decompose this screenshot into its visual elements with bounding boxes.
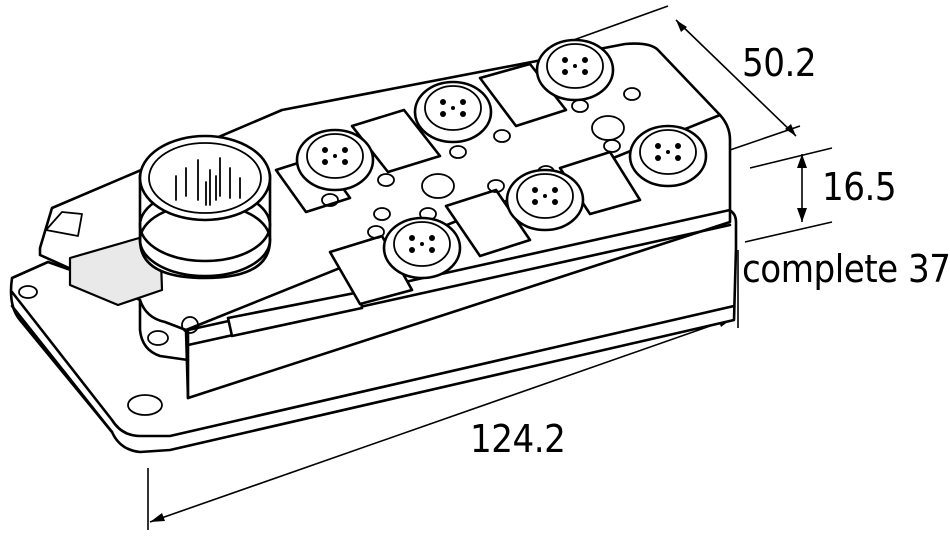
dimension-line-length (149, 317, 734, 523)
dimension-lines (147, 5, 833, 530)
m23-connector (138, 134, 272, 280)
extension-line-height-top (749, 147, 833, 169)
dimension-label-complete: complete 37 (742, 247, 950, 291)
extension-line-width-top (567, 5, 669, 43)
screw-cap (181, 316, 199, 334)
arrow-width-top (676, 20, 687, 32)
mid-slot (226, 290, 364, 338)
housing (38, 42, 732, 400)
strip-4 (328, 234, 414, 306)
mounting-hole-front (127, 394, 163, 416)
arrow-width-bottom (785, 124, 796, 136)
socket-5 (505, 168, 585, 232)
corner-tab (45, 211, 83, 237)
connector-pins (175, 157, 241, 206)
extension-line-height-bottom (744, 221, 833, 243)
socket-6 (628, 124, 708, 188)
arrow-height-top (797, 154, 807, 168)
dimension-label-height: 16.5 (822, 165, 897, 209)
arrow-length-left (150, 513, 165, 522)
screw-slot (147, 330, 169, 346)
socket-2 (413, 80, 493, 144)
strip-2 (350, 108, 442, 174)
strip-5 (444, 188, 532, 258)
strip-3 (478, 62, 568, 128)
m12-sockets (295, 38, 708, 280)
dimension-label-length: 124.2 (470, 417, 566, 461)
mounting-hole-rear (18, 285, 38, 299)
dimension-line-width (675, 19, 797, 137)
socket-1 (295, 128, 375, 192)
arrow-height-bottom (797, 208, 807, 222)
dimension-label-width: 50.2 (742, 41, 817, 85)
socket-3 (535, 38, 615, 102)
socket-4 (382, 216, 462, 280)
